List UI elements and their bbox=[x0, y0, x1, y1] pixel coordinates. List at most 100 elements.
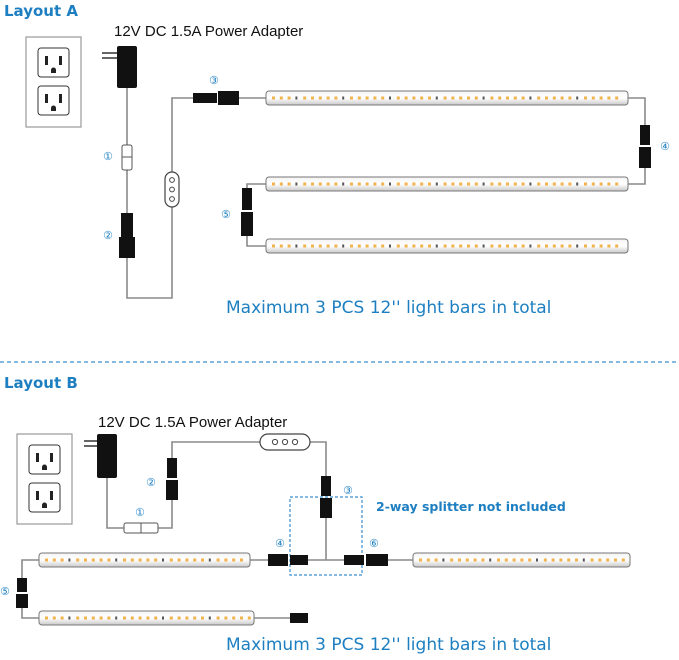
layout-b-title: Layout B bbox=[4, 374, 78, 392]
led-dot bbox=[357, 182, 361, 186]
led-dot bbox=[318, 96, 322, 100]
led-dot bbox=[537, 244, 541, 248]
led-dot bbox=[311, 96, 314, 100]
wall-outlet-icon bbox=[25, 36, 82, 128]
led-dot bbox=[559, 558, 563, 562]
led-dot bbox=[201, 616, 204, 620]
led-dot bbox=[154, 616, 158, 620]
led-dot bbox=[513, 244, 517, 248]
led-dot bbox=[537, 96, 541, 100]
led-dot bbox=[365, 96, 369, 100]
led-dot bbox=[279, 182, 283, 186]
led-dot bbox=[123, 616, 126, 620]
led-dot bbox=[412, 182, 416, 186]
led-dot bbox=[342, 244, 345, 248]
light-bar bbox=[265, 238, 629, 254]
led-dot bbox=[287, 182, 291, 186]
led-dot bbox=[576, 96, 579, 100]
led-dot bbox=[576, 244, 579, 248]
connector-icon bbox=[268, 554, 308, 566]
led-dot bbox=[185, 558, 189, 562]
led-dot bbox=[576, 182, 579, 186]
led-dot bbox=[404, 244, 408, 248]
light-bar bbox=[265, 90, 629, 106]
led-dot bbox=[498, 182, 502, 186]
led-dot bbox=[350, 244, 353, 248]
connector-icon bbox=[241, 188, 253, 236]
led-dot bbox=[52, 558, 56, 562]
led-dot bbox=[115, 616, 118, 620]
led-dot bbox=[512, 558, 516, 562]
led-dot bbox=[295, 96, 298, 100]
end-connector-icon bbox=[290, 613, 308, 623]
led-dot bbox=[60, 558, 64, 562]
connector-icon bbox=[320, 476, 332, 518]
led-dot bbox=[498, 96, 502, 100]
led-dot bbox=[419, 558, 422, 562]
led-dot bbox=[342, 182, 345, 186]
led-dot bbox=[459, 96, 463, 100]
led-dot bbox=[529, 96, 532, 100]
led-dot bbox=[216, 558, 220, 562]
led-dot bbox=[318, 182, 322, 186]
led-dot bbox=[287, 244, 291, 248]
led-dot bbox=[443, 244, 447, 248]
caption-a: Maximum 3 PCS 12'' light bars in total bbox=[226, 298, 551, 318]
led-dot bbox=[303, 96, 307, 100]
marker-3: ③ bbox=[343, 484, 353, 497]
led-dot bbox=[311, 244, 314, 248]
led-dot bbox=[107, 558, 111, 562]
led-dot bbox=[552, 182, 556, 186]
led-dot bbox=[552, 96, 556, 100]
led-dot bbox=[115, 558, 118, 562]
led-dot bbox=[590, 558, 594, 562]
connector-icon bbox=[166, 458, 178, 500]
led-dot bbox=[146, 616, 150, 620]
led-dot bbox=[389, 96, 391, 100]
power-adapter-icon bbox=[102, 46, 137, 88]
led-dot bbox=[381, 182, 385, 186]
led-dot bbox=[216, 616, 220, 620]
led-dot bbox=[381, 244, 385, 248]
led-dot bbox=[467, 244, 470, 248]
led-dot bbox=[584, 182, 587, 186]
led-dot bbox=[381, 96, 385, 100]
connector-icon bbox=[119, 213, 135, 258]
led-dot bbox=[169, 616, 173, 620]
marker-5: ⑤ bbox=[0, 585, 10, 598]
led-dot bbox=[208, 616, 211, 620]
led-dot bbox=[201, 558, 204, 562]
led-dot bbox=[607, 182, 611, 186]
led-dot bbox=[45, 616, 48, 620]
led-dot bbox=[599, 182, 603, 186]
splitter-box bbox=[289, 496, 363, 576]
led-dot bbox=[521, 182, 525, 186]
led-dot bbox=[247, 616, 251, 620]
led-dot bbox=[536, 558, 538, 562]
led-dot bbox=[303, 244, 307, 248]
led-dot bbox=[428, 182, 431, 186]
led-dot bbox=[489, 558, 492, 562]
marker-4: ④ bbox=[275, 537, 285, 550]
layout-a-title: Layout A bbox=[4, 2, 78, 20]
led-dot bbox=[560, 182, 564, 186]
led-dot bbox=[146, 558, 150, 562]
led-dot bbox=[130, 558, 134, 562]
led-dot bbox=[318, 244, 322, 248]
led-dot bbox=[420, 96, 424, 100]
led-dot bbox=[240, 558, 243, 562]
led-dot bbox=[615, 96, 619, 100]
led-dot bbox=[506, 244, 509, 248]
led-dot bbox=[545, 96, 548, 100]
led-dot bbox=[474, 244, 478, 248]
led-dot bbox=[420, 182, 424, 186]
led-dot bbox=[467, 182, 470, 186]
light-bar bbox=[412, 552, 631, 568]
led-dot bbox=[279, 96, 283, 100]
led-dot bbox=[272, 244, 275, 248]
led-dot bbox=[450, 558, 454, 562]
led-dot bbox=[396, 182, 400, 186]
led-dot bbox=[334, 182, 338, 186]
led-dot bbox=[591, 244, 595, 248]
led-dot bbox=[45, 558, 48, 562]
